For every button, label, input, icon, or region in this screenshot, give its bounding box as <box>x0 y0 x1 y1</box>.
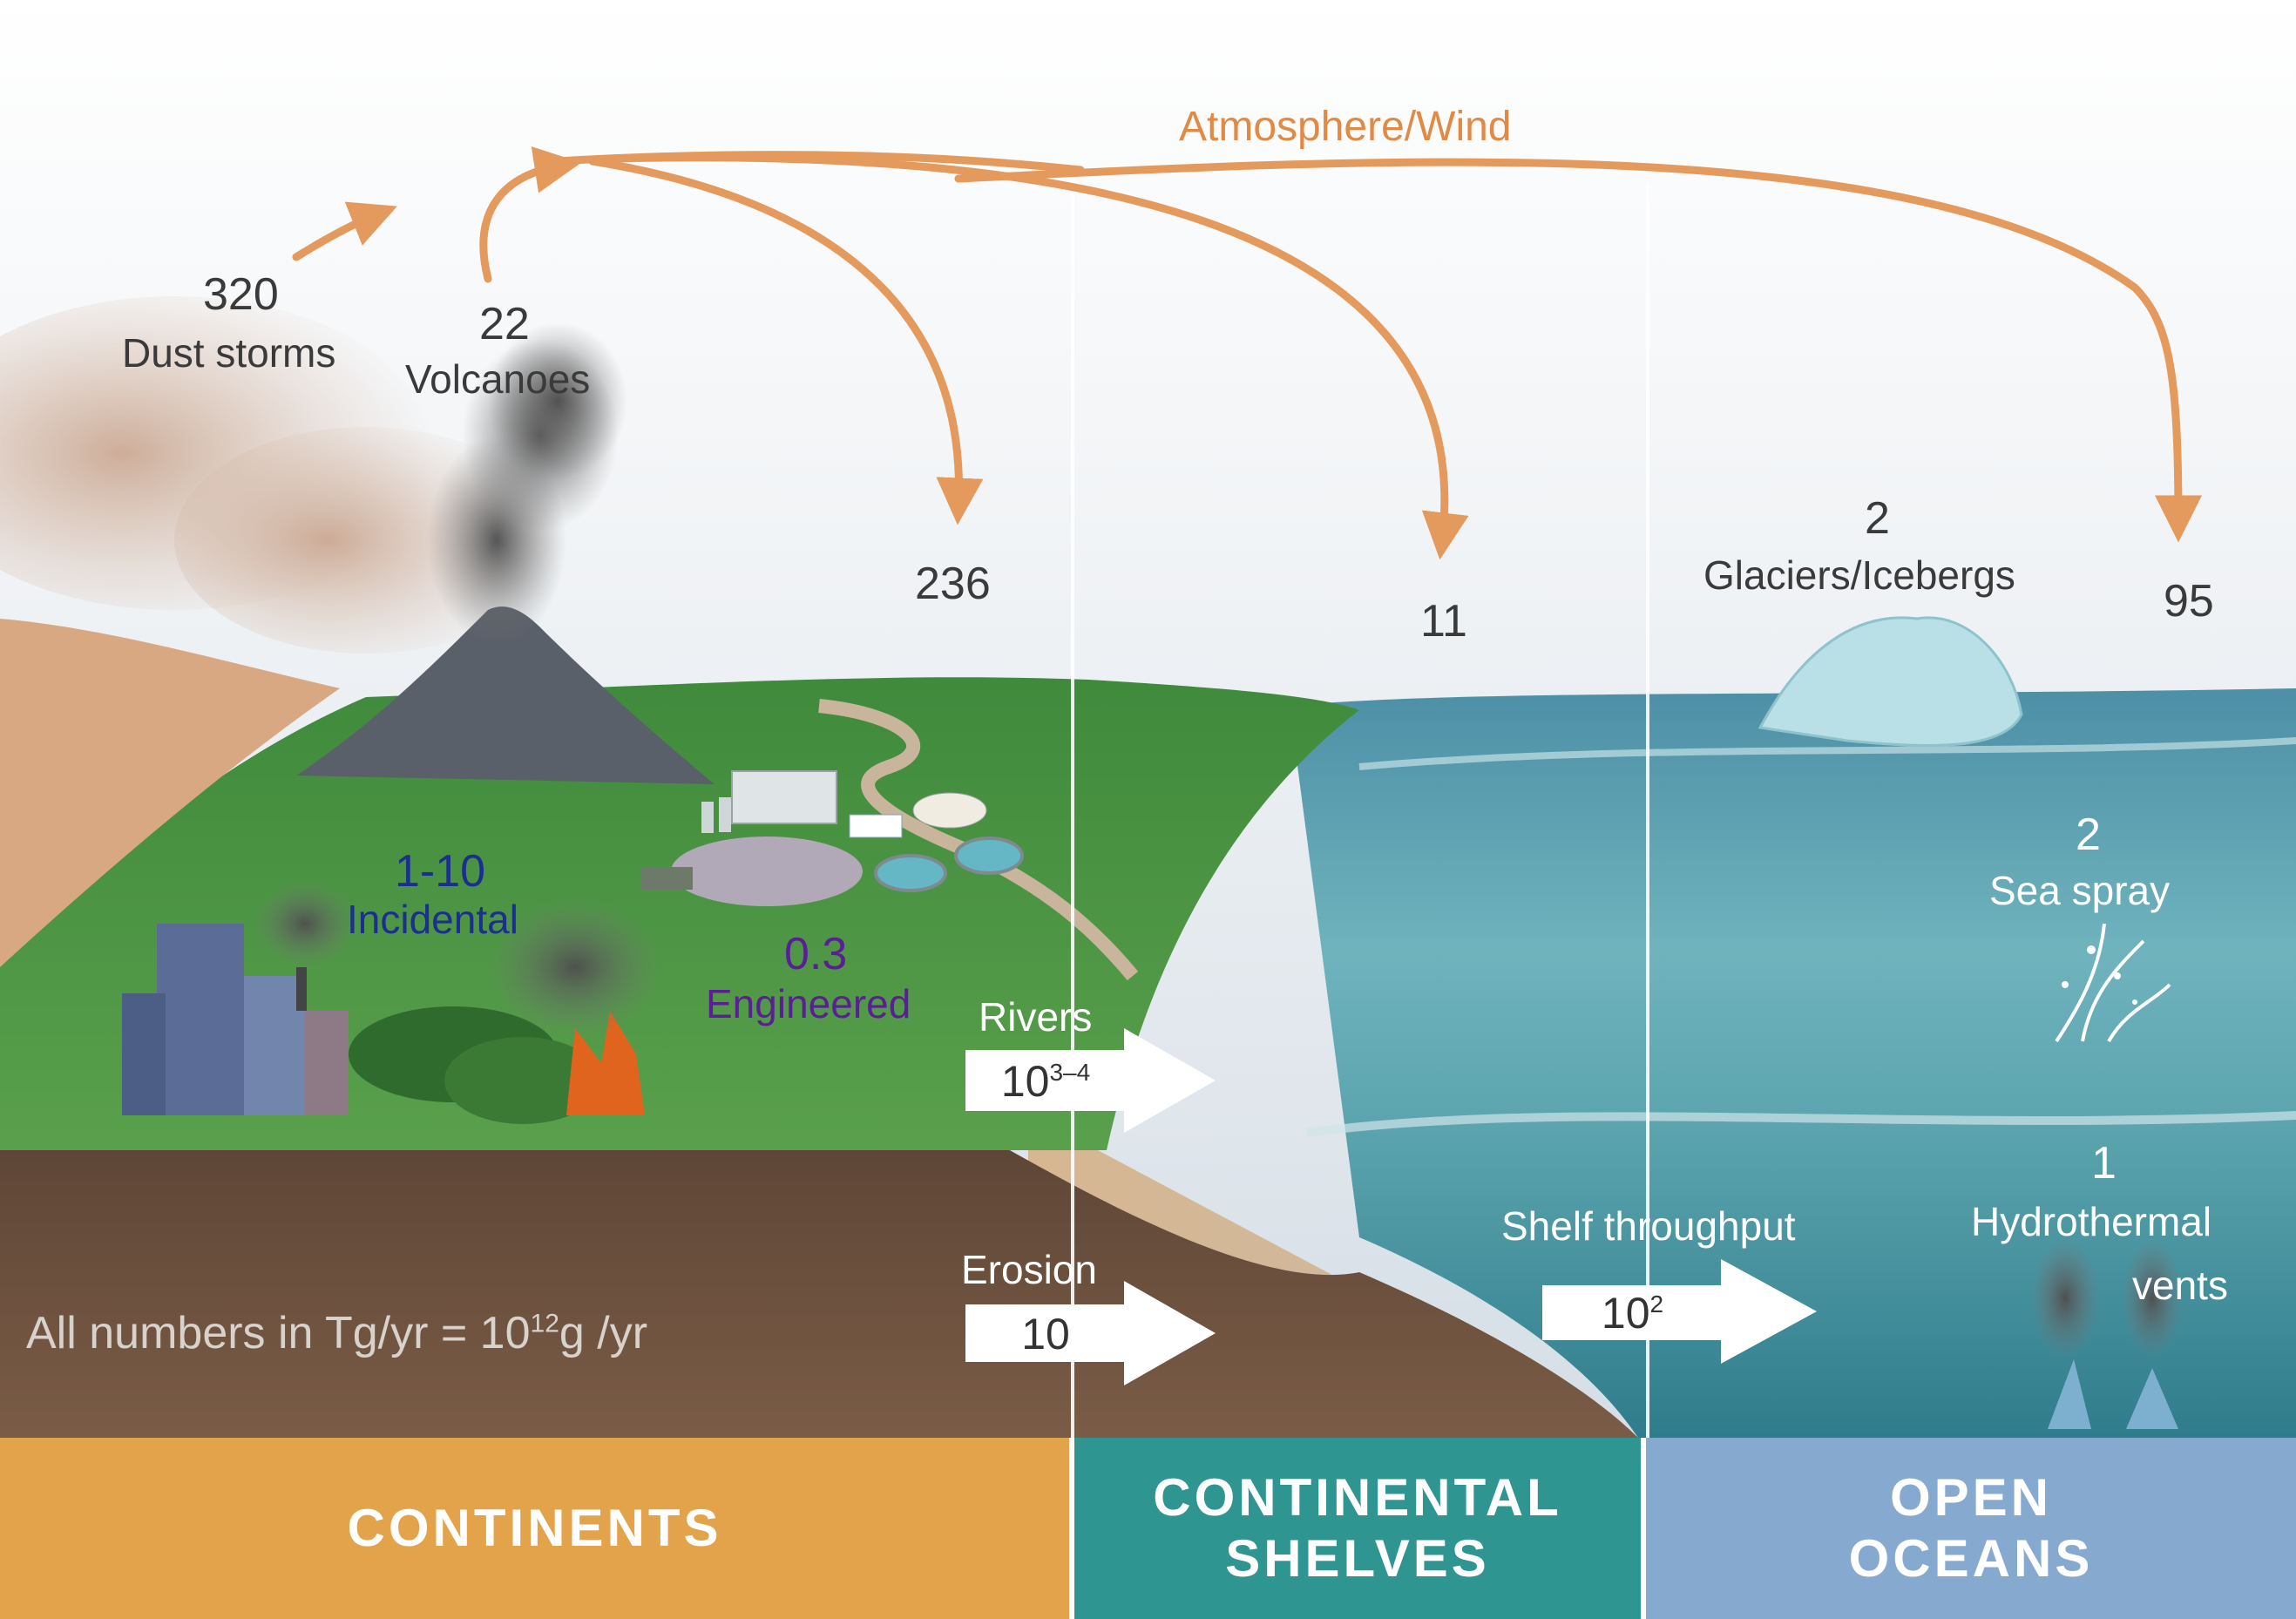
incidental-value: 1-10 <box>395 846 486 897</box>
rivers-label: Rivers <box>979 994 1093 1040</box>
shelf-flux-exponent: 2 <box>1649 1290 1664 1318</box>
desert-hill <box>0 619 340 967</box>
arrow-dust-to-atmosphere <box>292 201 397 261</box>
dust-storms-value: 320 <box>203 269 279 320</box>
sea-spray-value: 2 <box>2076 810 2101 860</box>
rivers-flow-arrow <box>965 1028 1216 1133</box>
volcanoes-value: 22 <box>479 299 530 349</box>
units-suffix: g /yr <box>559 1308 648 1358</box>
erosion-label: Erosion <box>961 1247 1097 1292</box>
shelf-throughput-label: Shelf throughput <box>1501 1203 1796 1249</box>
units-note: All numbers in Tg/yr = 1012g /yr <box>26 1307 647 1359</box>
glaciers-label: Glaciers/Icebergs <box>1703 552 2015 598</box>
atmosphere-label: Atmosphere/Wind <box>1179 104 1512 150</box>
glaciers-value: 2 <box>1865 493 1890 544</box>
hydrothermal-value: 1 <box>2091 1138 2117 1189</box>
erosion-flow-arrow <box>965 1281 1216 1385</box>
band-shelves-line2: SHELVES <box>1225 1529 1490 1588</box>
arrow-to-oceans <box>954 158 2202 543</box>
engineered-value: 0.3 <box>784 929 848 979</box>
treatment-facility <box>640 770 1024 906</box>
band-oceans-line2: OCEANS <box>1848 1529 2094 1588</box>
rivers-flux-exponent: 3–4 <box>1049 1059 1091 1086</box>
arrow-volcano-to-atmosphere <box>479 146 582 283</box>
deposition-oceans-value: 95 <box>2164 576 2214 627</box>
volcano-smoke <box>488 322 627 479</box>
river <box>818 699 1139 981</box>
hydrothermal-label-line2: vents <box>2132 1263 2228 1308</box>
rivers-flux-base: 10 <box>1000 1057 1050 1106</box>
arrow-to-continents <box>588 157 984 525</box>
band-open-oceans: OPEN OCEANS <box>1646 1438 2296 1619</box>
band-continents-label: CONTINENTS <box>347 1499 722 1557</box>
forest <box>349 1006 601 1124</box>
iceberg <box>1758 616 2023 748</box>
deposition-continents-value: 236 <box>915 559 991 609</box>
hydrothermal-vent <box>2030 1237 2183 1429</box>
band-continental-shelves: CONTINENTAL SHELVES <box>1074 1438 1641 1619</box>
wave-line <box>1306 1111 2296 1137</box>
deposition-shelves-value: 11 <box>1420 596 1467 647</box>
dust-storms-label: Dust storms <box>122 330 336 376</box>
arrow-to-shelves <box>606 153 1469 560</box>
city-buildings <box>122 880 357 1115</box>
shelf-flux-base: 10 <box>1601 1289 1650 1338</box>
volcano <box>296 606 715 784</box>
erosion-flux-value: 10 <box>1021 1310 1070 1358</box>
volcanoes-label: Volcanoes <box>405 356 591 402</box>
band-continents: CONTINENTS <box>0 1438 1069 1619</box>
wave-line <box>1358 737 2296 770</box>
erosion-flux: 10 <box>967 1307 1124 1361</box>
soil-layer <box>0 1146 1638 1438</box>
units-prefix: All numbers in Tg/yr = 10 <box>26 1308 531 1358</box>
sea-spray-label: Sea spray <box>1989 868 2171 913</box>
sea-spray <box>2055 923 2171 1043</box>
shelf-flow-arrow <box>1542 1259 1817 1364</box>
band-shelves-line1: CONTINENTAL <box>1153 1468 1562 1527</box>
units-exponent: 12 <box>530 1309 559 1338</box>
engineered-label: Engineered <box>706 981 911 1026</box>
atmosphere-arrows <box>292 146 2202 560</box>
hydrothermal-label-line1: Hydrothermal <box>1971 1199 2212 1244</box>
forest-fire <box>488 898 662 1115</box>
band-oceans-line1: OPEN <box>1889 1468 2053 1527</box>
incidental-label: Incidental <box>347 897 518 942</box>
